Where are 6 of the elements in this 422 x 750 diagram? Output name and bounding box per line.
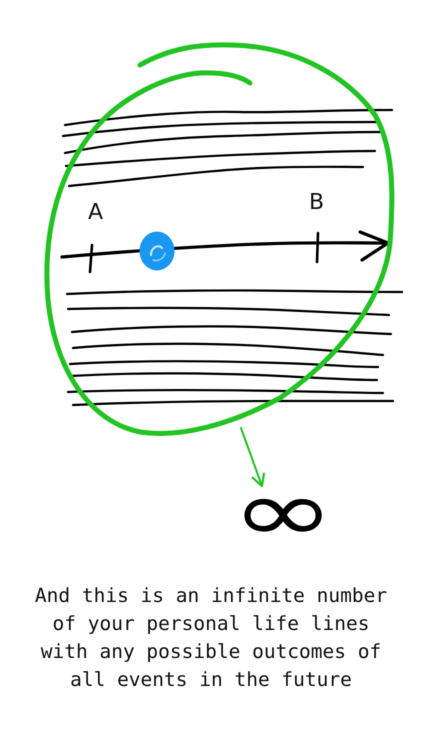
circle-outline <box>43 41 396 438</box>
infinity-sign: ∞ <box>231 488 331 536</box>
point-label: B <box>309 191 324 215</box>
arrow <box>240 427 265 488</box>
caption-text: And this is an infinite number of your personal life lines with any possible outcomes of all events in the future <box>34 583 388 693</box>
point-label: A <box>88 201 104 225</box>
